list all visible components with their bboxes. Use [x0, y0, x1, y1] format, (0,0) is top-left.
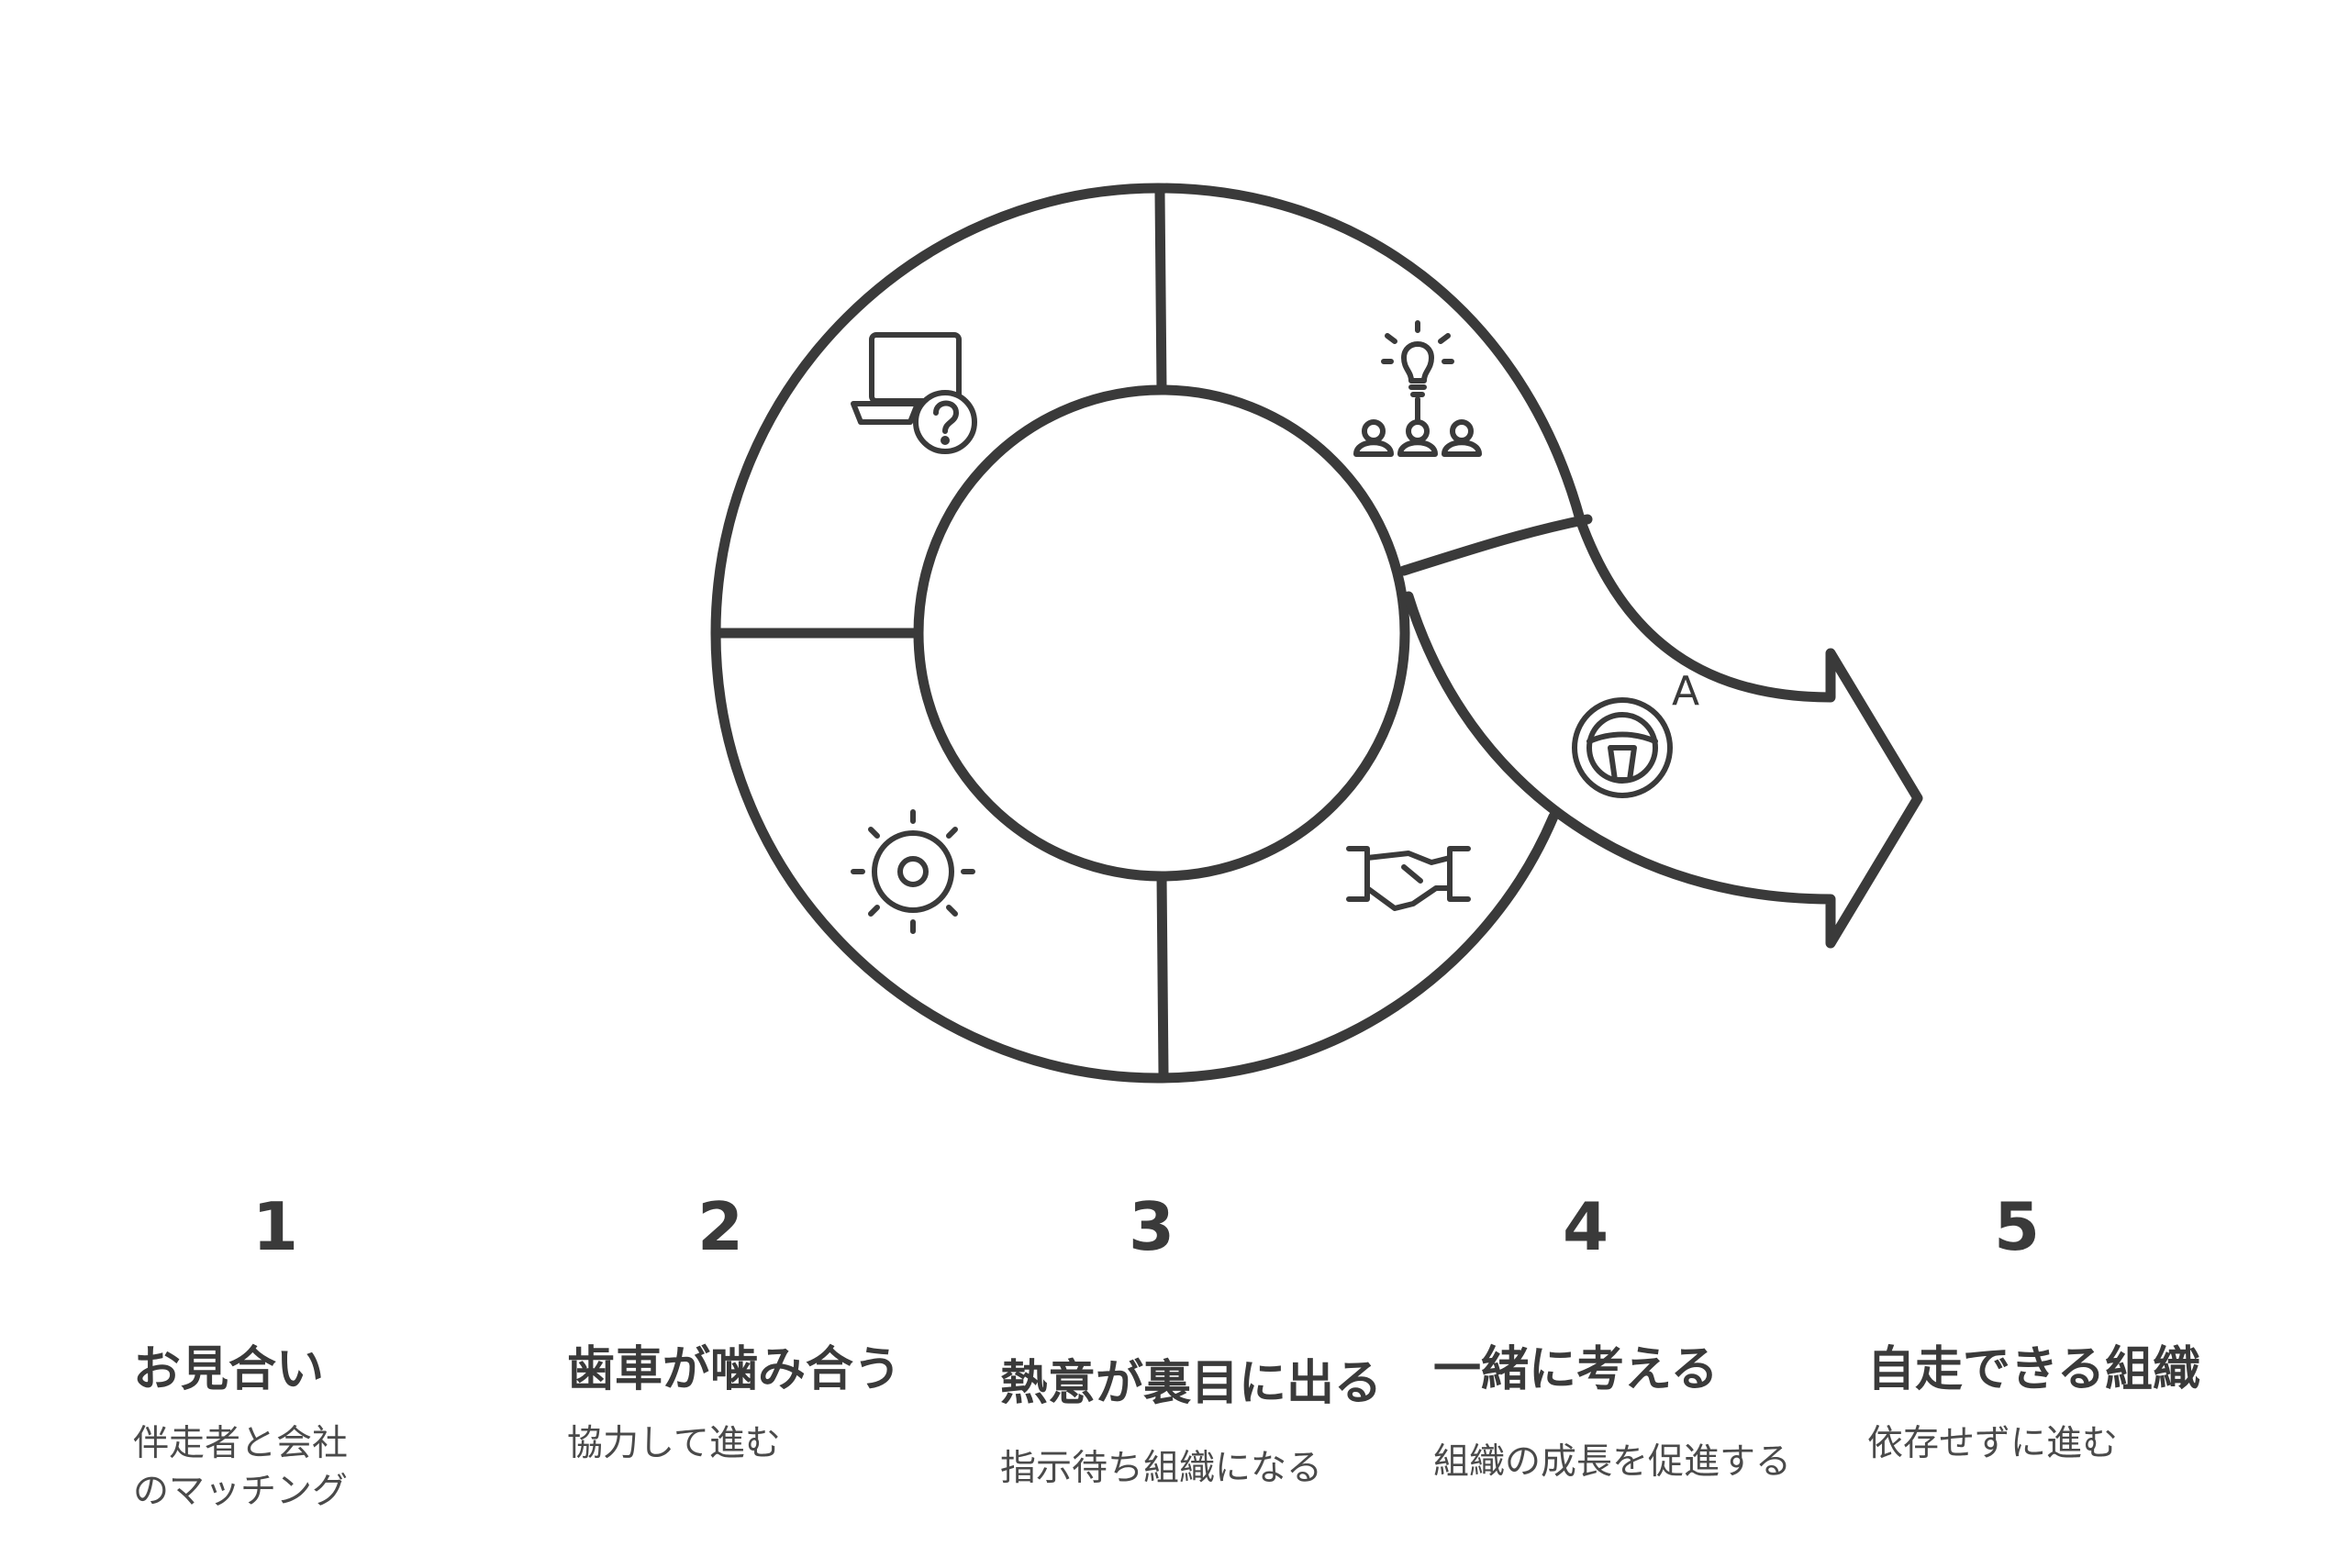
inner-ring	[913, 384, 1410, 882]
step-title: 歯車が噛み合う	[567, 1342, 902, 1397]
step-number: 4	[1562, 1188, 1609, 1265]
step-number: 5	[1993, 1188, 2041, 1265]
step-number: 3	[1128, 1188, 1175, 1265]
step-title: 自走できる組織	[1867, 1342, 2200, 1397]
handshake-icon	[1346, 846, 1471, 911]
step-description: 組織の成長を促進する	[1433, 1441, 1792, 1483]
step-title: 熱意が裏目に出る	[1000, 1356, 1383, 1411]
gear-sun-icon	[851, 809, 975, 934]
divider-top	[1154, 187, 1167, 395]
laptop-question-icon	[851, 332, 977, 454]
step-number: 1	[251, 1188, 299, 1265]
step-title: 一緒に考える	[1433, 1342, 1719, 1397]
lightbulb-team-icon	[1353, 320, 1482, 457]
arrow-band-top	[1403, 514, 1923, 949]
steering-wheel-auto-icon	[1572, 697, 1673, 798]
auto-badge: A	[1672, 668, 1699, 715]
step-description: 指示待ち組織になる	[1000, 1448, 1323, 1489]
step-number: 2	[696, 1188, 744, 1265]
divider-bottom	[1156, 871, 1169, 1079]
step-title: お見合い	[133, 1342, 325, 1397]
divider-right	[1398, 514, 1593, 576]
step-description: 依存せずに進む	[1867, 1423, 2119, 1464]
step-description: 伴走者と会社 のマッチング	[133, 1423, 349, 1512]
step-description: 協力して進む	[567, 1423, 781, 1464]
